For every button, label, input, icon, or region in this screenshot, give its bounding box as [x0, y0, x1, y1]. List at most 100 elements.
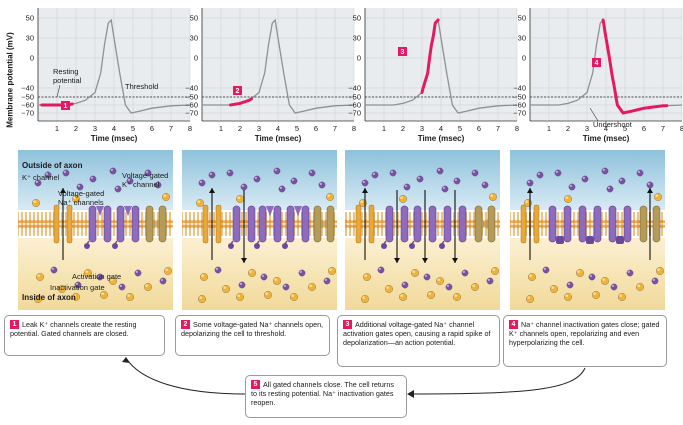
step-5-number: 5: [251, 380, 260, 389]
vg-na-channel-label: Voltage-gated: [58, 189, 104, 198]
potassium-ion-shine: [525, 200, 528, 203]
potassium-ion-shine: [145, 284, 148, 288]
potassium-ion-shine: [35, 296, 38, 300]
sodium-ion: [371, 171, 379, 179]
membrane-panel-4: [510, 150, 665, 310]
step-4-text: Na⁺ channel inactivation gates close; ga…: [509, 320, 660, 347]
potassium-ion-shine: [33, 200, 36, 203]
potassium-ion-shine: [577, 270, 580, 274]
sodium-ion-shine: [372, 172, 375, 176]
inactivation-gate: [381, 243, 387, 249]
intracellular-fluid: [182, 238, 337, 310]
sodium-ion-shine: [127, 178, 130, 182]
inactivation-gate-tether: [383, 240, 387, 245]
potassium-ion-shine: [85, 270, 88, 274]
sodium-ion-shine: [652, 278, 655, 281]
sodium-ion: [134, 269, 142, 277]
step-4-number: 4: [509, 320, 518, 329]
sodium-ion: [240, 183, 248, 191]
potassium-ion: [236, 195, 244, 203]
potassium-ion: [399, 195, 407, 203]
inactivation-gate: [409, 243, 415, 249]
inactivation-gate: [586, 236, 594, 244]
sodium-ion-shine: [437, 168, 440, 172]
sodium-ion-shine: [362, 180, 365, 184]
potassium-ion-shine: [565, 294, 568, 298]
k-channel-subunit: [355, 204, 362, 244]
y-tick-label: 30: [190, 34, 198, 43]
potassium-ion: [361, 295, 369, 303]
sodium-ion: [318, 181, 326, 189]
y-tick-label: 30: [26, 34, 34, 43]
activation-gate-label: Activation gate: [72, 272, 121, 281]
sodium-ion: [526, 179, 534, 187]
y-tick-label: −40: [513, 84, 526, 93]
na-channel-subunit: [578, 205, 587, 243]
sodium-ion-shine: [227, 170, 231, 174]
potassium-ion: [411, 269, 419, 277]
y-tick-label: 0: [194, 54, 198, 63]
step-1-number: 1: [10, 320, 19, 329]
sodium-ion: [542, 266, 550, 274]
sodium-ion: [282, 283, 290, 291]
sodium-ion-shine: [299, 270, 302, 273]
sodium-ion: [278, 185, 286, 193]
k-efflux-arrow-head: [362, 188, 368, 193]
sodium-ion: [89, 175, 97, 183]
potassium-ion-shine: [163, 194, 166, 197]
potassium-ion-shine: [490, 194, 494, 197]
vg-k-gate: [153, 218, 159, 230]
x-tick-label: 6: [642, 124, 646, 133]
sodium-ion: [441, 185, 449, 193]
sodium-ion: [461, 269, 469, 277]
na-channel-subunit: [273, 205, 282, 243]
membrane-panel-3: [345, 150, 500, 310]
sodium-ion: [260, 273, 268, 281]
potassium-ion-shine: [428, 292, 432, 296]
y-tick-label: 50: [353, 14, 361, 23]
k-channel-subunit: [215, 204, 222, 244]
na-channel-subunit: [88, 205, 97, 243]
potassium-ion-shine: [527, 296, 530, 300]
potassium-ion-shine: [110, 278, 113, 282]
sodium-ion: [554, 169, 562, 177]
action-potential-curve: [38, 18, 191, 114]
sodium-ion-shine: [487, 278, 490, 281]
potassium-ion-shine: [59, 286, 62, 290]
sodium-ion-shine: [135, 270, 139, 273]
sodium-ion: [646, 181, 654, 189]
resting-potential-label-line2: potential: [53, 76, 82, 85]
potassium-ion-shine: [454, 294, 458, 298]
sodium-ion: [226, 169, 234, 177]
activation-gate: [266, 206, 274, 216]
sodium-ion: [50, 266, 58, 274]
potassium-ion: [436, 277, 444, 285]
y-tick-label: −40: [348, 84, 361, 93]
activation-gate: [124, 206, 132, 216]
sodium-ion-shine: [274, 168, 277, 172]
potassium-ion: [576, 269, 584, 277]
potassium-ion: [427, 291, 435, 299]
na-channel-subunit: [301, 205, 310, 243]
y-tick-label: −50: [348, 93, 361, 102]
potassium-ion-shine: [529, 274, 532, 278]
sodium-ion-shine: [390, 170, 393, 174]
k-channel-subunit: [368, 204, 375, 244]
na-channel-subunit: [563, 205, 572, 243]
sodium-ion: [198, 179, 206, 187]
potassium-ion: [36, 273, 44, 281]
potassium-ion: [564, 195, 572, 203]
potassium-ion-shine: [400, 294, 404, 298]
k-channel-subunit: [202, 204, 209, 244]
x-tick-label: 1: [382, 124, 386, 133]
inactivation-gate: [616, 236, 624, 244]
x-tick-label: 6: [477, 124, 481, 133]
y-axis-label-text: Membrane potential (mV): [5, 32, 15, 128]
na-channel-subunit: [593, 205, 602, 243]
x-tick-label: 2: [74, 124, 78, 133]
sodium-ion-shine: [63, 170, 66, 174]
x-tick-label: 4: [439, 124, 443, 133]
